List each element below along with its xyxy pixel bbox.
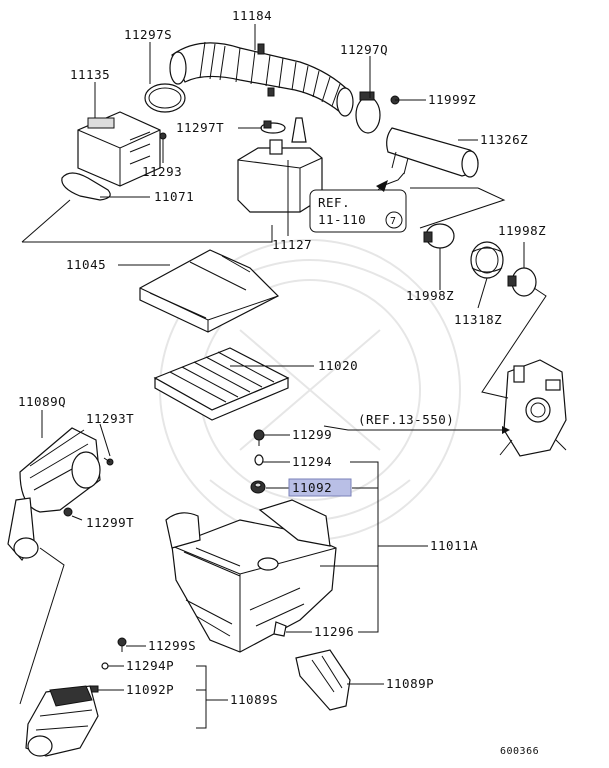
hose-clamp-11998z-upper[interactable] [423,223,455,249]
diagram-code: 600366 [500,746,539,757]
label-11326z[interactable]: 11326Z [480,132,528,147]
ref-box-line1: REF. [318,195,350,210]
label-11299s[interactable]: 11299S [148,638,196,653]
air-filter-element-11020[interactable] [153,347,290,421]
label-11184[interactable]: 11184 [232,8,272,23]
label-11092[interactable]: 11092 [292,480,332,495]
hose-clamp-11998z-lower[interactable] [507,267,537,297]
air-duct-11089p[interactable] [295,649,351,711]
label-11998z-upper[interactable]: 11998Z [498,223,546,238]
hose-11318z[interactable] [470,241,504,279]
clip-11296[interactable] [273,621,287,637]
label-11089q[interactable]: 11089Q [18,394,66,409]
label-11089s[interactable]: 11089S [230,692,278,707]
resonator-11127[interactable] [237,117,323,213]
label-11299t[interactable]: 11299T [86,515,134,530]
label-11296[interactable]: 11296 [314,624,354,639]
intake-hose-11184[interactable] [169,41,354,117]
airflow-sensor-11135[interactable] [77,111,161,187]
air-duct-11089s[interactable] [25,685,99,757]
bolt-11299[interactable] [253,429,265,446]
label-11999z[interactable]: 11999Z [428,92,476,107]
label-11293[interactable]: 11293 [142,164,182,179]
label-11318z[interactable]: 11318Z [454,312,502,327]
hose-clamp-11297q[interactable] [355,91,381,134]
leader-lines [19,24,547,729]
part-labels: 11184 11297S 11297Q 11135 11999Z 11297T … [18,8,546,757]
bolt-11299t[interactable] [63,507,73,517]
hose-clamp-11297s[interactable] [144,83,186,113]
label-11297s[interactable]: 11297S [124,27,172,42]
bolt-11293[interactable] [159,132,167,152]
clip-11293t[interactable] [103,457,114,466]
ref-box-circle-number: 7 [390,216,397,227]
label-11011a[interactable]: 11011A [430,538,478,553]
ref-box-line2: 11-110 [318,212,366,227]
label-11135[interactable]: 11135 [70,67,110,82]
label-11297q[interactable]: 11297Q [340,42,388,57]
label-11092p[interactable]: 11092P [126,682,174,697]
throttle-body[interactable] [499,359,567,457]
label-11089p[interactable]: 11089P [386,676,434,691]
label-11294p[interactable]: 11294P [126,658,174,673]
air-duct-11089q[interactable] [7,427,101,562]
bolt-11299s[interactable] [117,637,127,652]
label-11299[interactable]: 11299 [292,427,332,442]
air-cleaner-cover-11045[interactable] [139,249,280,333]
washer-11294p[interactable] [101,662,109,670]
air-pipe-11326z[interactable] [386,127,479,178]
air-cleaner-case-11011a[interactable] [165,499,337,653]
label-11297t[interactable]: 11297T [176,120,224,135]
label-11071[interactable]: 11071 [154,189,194,204]
label-11998z-lower[interactable]: 11998Z [406,288,454,303]
grommet-11092[interactable] [250,480,266,494]
label-11045[interactable]: 11045 [66,257,106,272]
label-ref-13-550[interactable]: (REF.13-550) [358,412,454,427]
clamp-11297t[interactable] [260,120,286,134]
washer-11294[interactable] [254,454,264,466]
ref-13-550-arrow [502,426,510,434]
ref-arrow [376,180,388,192]
highlight-11092 [288,478,352,497]
label-11293t[interactable]: 11293T [86,411,134,426]
label-11020[interactable]: 11020 [318,358,358,373]
label-11127[interactable]: 11127 [272,237,312,252]
label-11294[interactable]: 11294 [292,454,332,469]
reference-box-11-110[interactable]: REF. 11-110 7 [309,189,407,233]
